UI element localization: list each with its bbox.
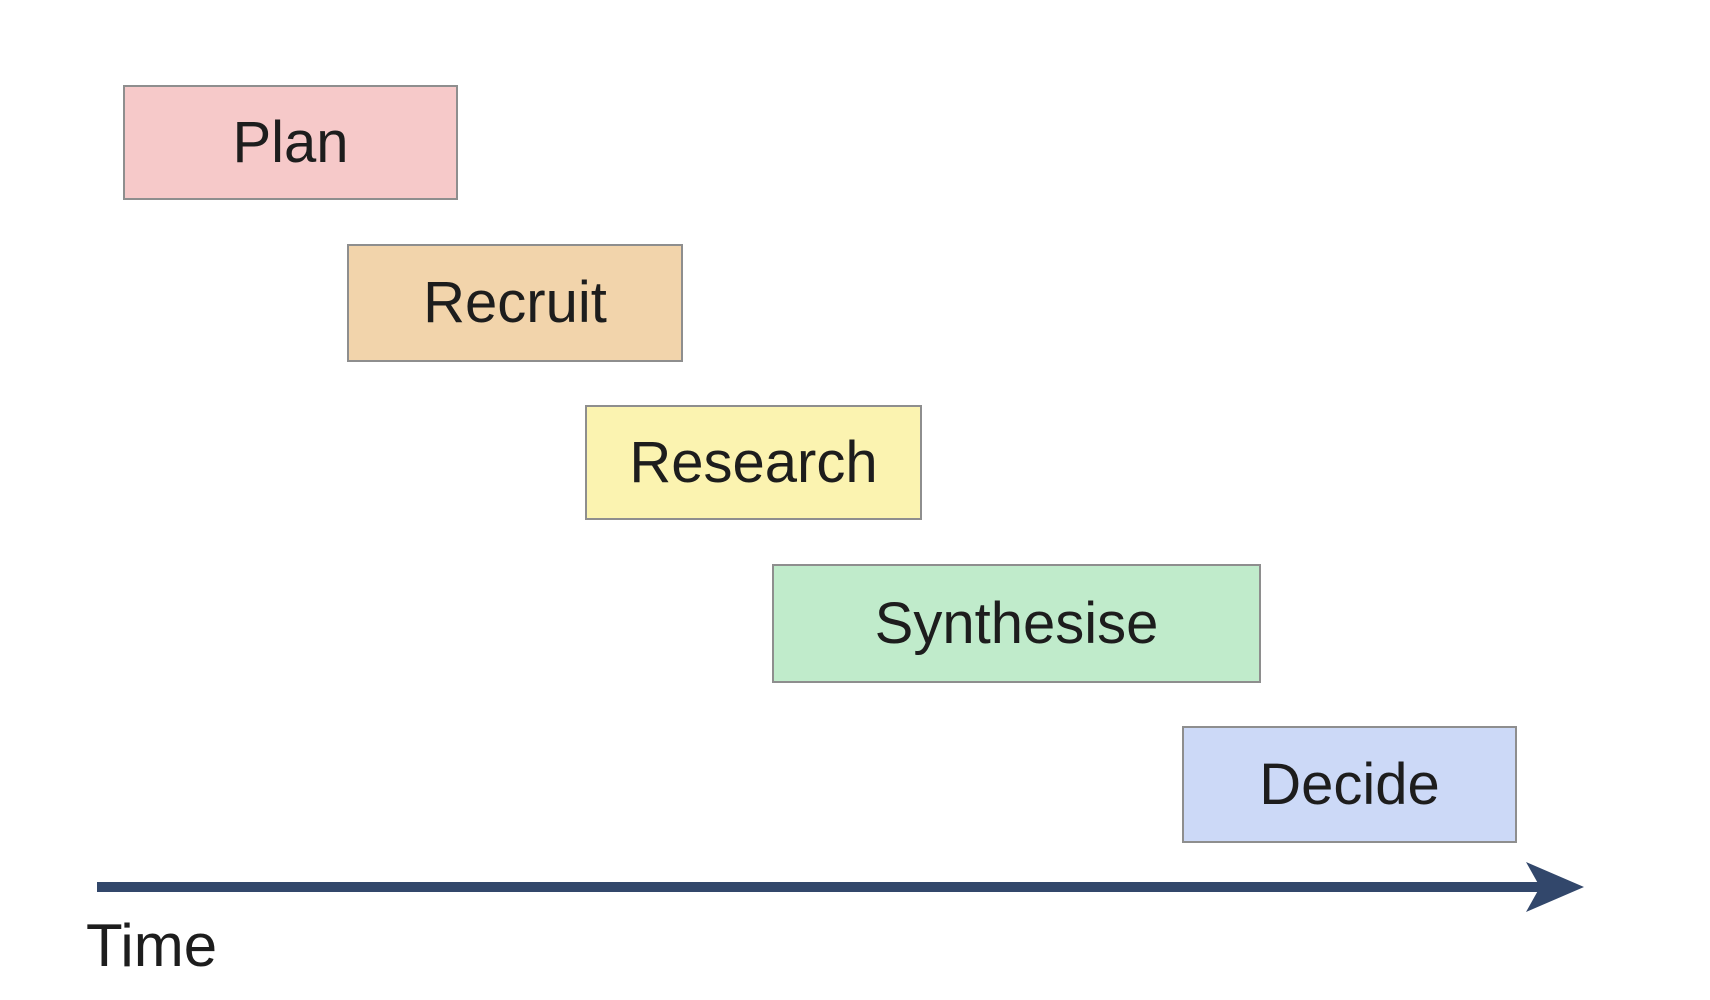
time-arrow-head-icon <box>1526 862 1584 912</box>
stage-label-plan: Plan <box>232 109 349 175</box>
stage-box-decide: Decide <box>1182 726 1517 843</box>
stage-box-synthesise: Synthesise <box>772 564 1261 683</box>
stage-label-recruit: Recruit <box>423 270 607 335</box>
stage-box-plan: Plan <box>123 85 458 200</box>
time-axis-label: Time <box>86 912 218 979</box>
stage-label-research: Research <box>629 429 878 495</box>
stage-box-recruit: Recruit <box>347 244 683 362</box>
stage-label-decide: Decide <box>1259 751 1440 817</box>
stage-label-synthesise: Synthesise <box>874 590 1159 656</box>
stage-box-research: Research <box>585 405 922 520</box>
